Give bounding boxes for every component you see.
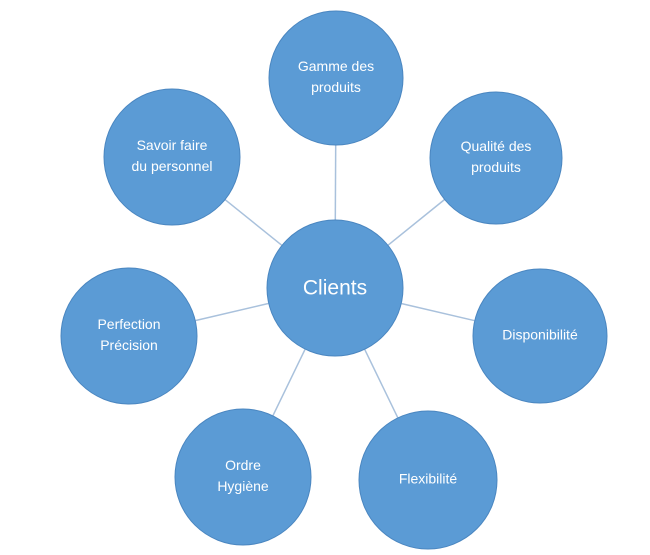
- node-label-line: Qualité des: [461, 138, 532, 154]
- center-node: Clients: [266, 219, 404, 357]
- node-label-line: Savoir faire: [137, 137, 208, 153]
- node-label-line: Gamme des: [298, 58, 374, 74]
- node-circle: [429, 91, 563, 225]
- center-circle: [266, 219, 404, 357]
- node-label-line: du personnel: [132, 158, 213, 174]
- node-label-line: Perfection: [97, 316, 160, 332]
- connector-line: [272, 348, 306, 417]
- node-gamme-des-produits: Gamme des produits: [268, 10, 404, 146]
- node-circle: [60, 267, 198, 405]
- node-label-line: Ordre: [225, 457, 261, 473]
- node-circle: [358, 410, 498, 550]
- connector-line: [401, 302, 475, 322]
- node-label-line: produits: [471, 159, 521, 175]
- node-label-line: Flexibilité: [399, 471, 458, 487]
- node-circle: [268, 10, 404, 146]
- node-disponibilite: Disponibilité: [472, 268, 608, 404]
- connector-line: [224, 199, 283, 246]
- node-label-line: produits: [311, 79, 361, 95]
- center-label: Clients: [303, 277, 367, 300]
- connector-line: [387, 198, 446, 246]
- connector-line: [195, 302, 269, 322]
- node-label-line: Hygiène: [217, 478, 269, 494]
- node-circle: [472, 268, 608, 404]
- node-flexibilite: Flexibilité: [358, 410, 498, 550]
- node-qualite-des-produits: Qualité des produits: [429, 91, 563, 225]
- node-savoir-faire: Savoir faire du personnel: [103, 88, 241, 226]
- node-label-line: Précision: [100, 337, 158, 353]
- connectors: [195, 144, 475, 419]
- node-label-line: Disponibilité: [502, 327, 578, 343]
- node-circle: [174, 408, 312, 546]
- node-circle: [103, 88, 241, 226]
- connector-line: [363, 348, 399, 419]
